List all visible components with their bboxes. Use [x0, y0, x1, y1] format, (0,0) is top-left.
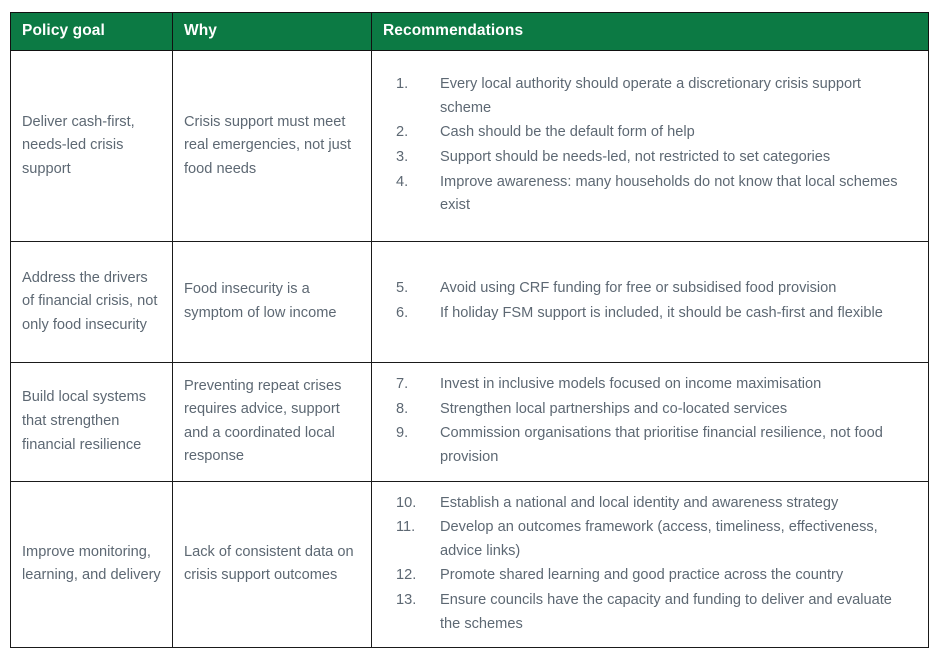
list-item-text: Invest in inclusive models focused on in…	[440, 376, 822, 392]
list-item-number: 10.	[396, 494, 417, 511]
list-item: 11. Develop an outcomes framework (acces…	[396, 516, 914, 563]
list-item: 6. If holiday FSM support is included, i…	[396, 302, 914, 326]
recommendation-list: 7. Invest in inclusive models focused on…	[396, 373, 914, 470]
list-item-number: 6.	[396, 305, 409, 321]
list-item-number: 11.	[396, 519, 416, 536]
list-item: 5. Avoid using CRF funding for free or s…	[396, 277, 914, 301]
recommendation-list: 1. Every local authority should operate …	[396, 73, 914, 218]
list-item-number: 1.	[396, 76, 409, 93]
list-item-number: 4.	[396, 173, 409, 190]
list-item-text: Ensure councils have the capacity and fu…	[440, 592, 892, 632]
list-item-text: Cash should be the default form of help	[440, 124, 695, 141]
cell-policy-goal: Improve monitoring, learning, and delive…	[10, 480, 173, 648]
cell-policy-goal: Address the drivers of financial crisis,…	[10, 241, 173, 363]
list-item-text: Improve awareness: many households do no…	[440, 173, 898, 214]
list-item: 7. Invest in inclusive models focused on…	[396, 373, 914, 397]
table-row: Address the drivers of financial crisis,…	[10, 241, 929, 363]
cell-policy-goal: Deliver cash-first, needs-led crisis sup…	[10, 50, 173, 242]
column-header-why: Why	[172, 12, 372, 51]
list-item-number: 9.	[396, 425, 409, 442]
table-header: Policy goal Why Recommendations	[10, 12, 929, 51]
cell-why: Crisis support must meet real emergencie…	[172, 50, 372, 242]
list-item: 3. Support should be needs-led, not rest…	[396, 146, 914, 170]
policy-recommendations-table: Policy goal Why Recommendations Deliver …	[10, 12, 929, 648]
cell-recommendations: 7. Invest in inclusive models focused on…	[371, 362, 929, 482]
table-row: Improve monitoring, learning, and delive…	[10, 480, 929, 648]
list-item: 13. Ensure councils have the capacity an…	[396, 589, 914, 636]
list-item-text: Establish a national and local identity …	[440, 494, 839, 511]
list-item: 10. Establish a national and local ident…	[396, 492, 914, 516]
list-item-text: Avoid using CRF funding for free or subs…	[440, 280, 837, 297]
list-item-number: 5.	[396, 280, 409, 297]
table-row: Deliver cash-first, needs-led crisis sup…	[10, 50, 929, 242]
page-wrap: Policy goal Why Recommendations Deliver …	[10, 12, 929, 648]
cell-recommendations: 1. Every local authority should operate …	[371, 50, 929, 242]
cell-why: Lack of consistent data on crisis suppor…	[172, 480, 372, 648]
table-header-row: Policy goal Why Recommendations	[10, 12, 929, 51]
list-item-number: 7.	[396, 376, 409, 392]
table-row: Build local systems that strengthen fina…	[10, 362, 929, 482]
list-item-number: 8.	[396, 400, 409, 417]
list-item: 8. Strengthen local partnerships and co-…	[396, 398, 914, 422]
list-item-text: Every local authority should operate a d…	[440, 76, 861, 116]
list-item-number: 12.	[396, 567, 417, 584]
list-item-text: Strengthen local partnerships and co-loc…	[440, 400, 788, 417]
list-item-text: Commission organisations that prioritise…	[440, 425, 883, 465]
column-header-recommendations: Recommendations	[371, 12, 929, 51]
list-item: 9. Commission organisations that priorit…	[396, 422, 914, 469]
list-item-number: 13.	[396, 592, 417, 609]
cell-why: Preventing repeat crises requires advice…	[172, 362, 372, 482]
list-item: 1. Every local authority should operate …	[396, 73, 914, 120]
list-item-text: Support should be needs-led, not restric…	[440, 149, 831, 165]
list-item-text: If holiday FSM support is included, it s…	[440, 305, 883, 321]
recommendation-list: 10. Establish a national and local ident…	[396, 492, 914, 637]
cell-why: Food insecurity is a symptom of low inco…	[172, 241, 372, 363]
table-body: Deliver cash-first, needs-led crisis sup…	[10, 50, 929, 648]
list-item-number: 2.	[396, 124, 409, 141]
cell-recommendations: 5. Avoid using CRF funding for free or s…	[371, 241, 929, 363]
list-item: 2. Cash should be the default form of he…	[396, 121, 914, 145]
list-item-text: Develop an outcomes framework (access, t…	[440, 519, 878, 559]
column-header-policy-goal: Policy goal	[10, 12, 173, 51]
cell-policy-goal: Build local systems that strengthen fina…	[10, 362, 173, 482]
list-item-text: Promote shared learning and good practic…	[440, 567, 844, 584]
list-item: 4. Improve awareness: many households do…	[396, 171, 914, 218]
cell-recommendations: 10. Establish a national and local ident…	[371, 480, 929, 648]
list-item: 12. Promote shared learning and good pra…	[396, 564, 914, 588]
recommendation-list: 5. Avoid using CRF funding for free or s…	[396, 277, 914, 325]
list-item-number: 3.	[396, 149, 409, 165]
